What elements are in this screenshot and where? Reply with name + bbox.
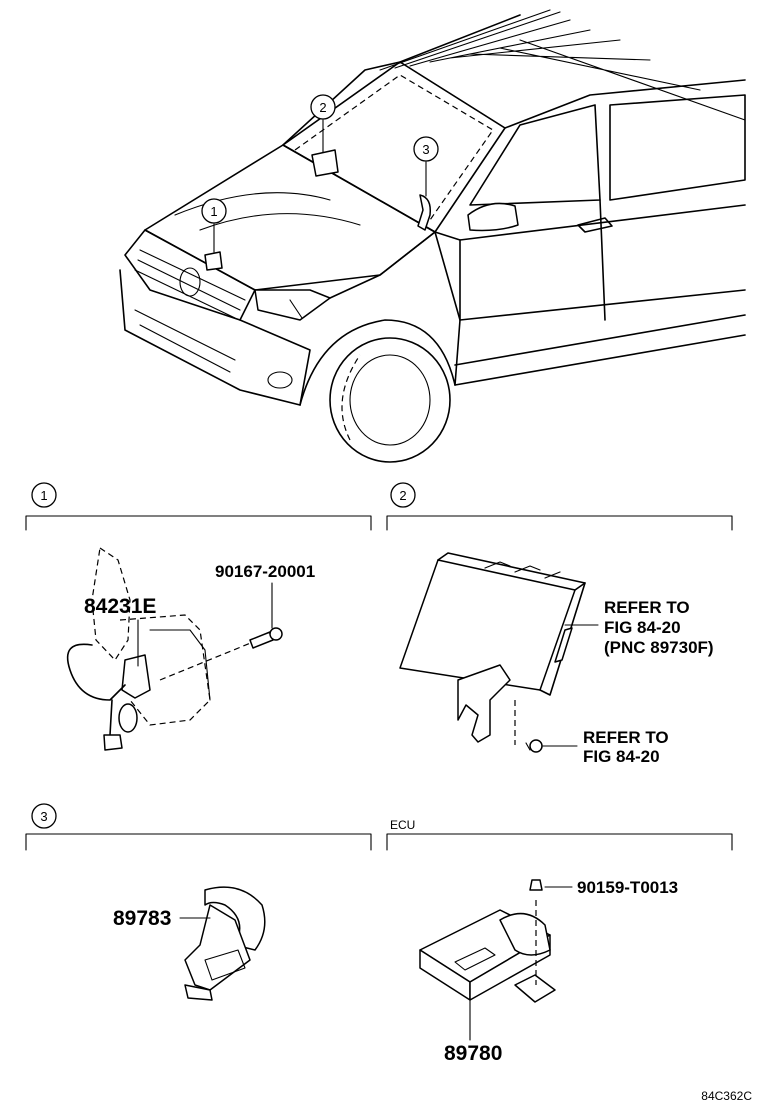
- callout-2-label: 2: [319, 100, 326, 115]
- callout-1: 1: [201, 198, 227, 224]
- truck-illustration: 1 2 3: [119, 9, 746, 463]
- sensor-bolt-part-number: 90167-20001: [215, 562, 315, 581]
- section-2-number: 2: [399, 488, 406, 503]
- horn-sensor-part-number: 84231E: [84, 595, 156, 618]
- section-2-header: 2: [386, 482, 733, 531]
- section-1-number: 1: [40, 488, 47, 503]
- callout-2: 2: [310, 94, 336, 120]
- section-3-number: 3: [40, 809, 47, 824]
- figure-code: 84C362C: [701, 1089, 752, 1103]
- ecu-part-number: 89780: [444, 1042, 502, 1065]
- refer-box-line-3: (PNC 89730F): [604, 638, 714, 657]
- refer-box-line-2: FIG 84-20: [604, 618, 681, 637]
- glass-sensor-assembly: [179, 886, 266, 1001]
- refer-nut-line-1: REFER TO: [583, 728, 669, 747]
- section-3-header: 3: [25, 803, 372, 851]
- ecu-assembly: [419, 879, 573, 1041]
- refer-nut-line-2: FIG 84-20: [583, 747, 660, 766]
- callout-3: 3: [413, 136, 439, 162]
- ecu-heading: ECU: [390, 818, 415, 832]
- ecu-bolt-part-number: 90159-T0013: [577, 878, 678, 897]
- glass-sensor-part-number: 89783: [113, 907, 171, 930]
- refer-box-line-1: REFER TO: [604, 598, 690, 617]
- hood-sensor-assembly: [66, 546, 283, 751]
- callout-1-label: 1: [210, 204, 217, 219]
- callout-3-label: 3: [422, 142, 429, 157]
- ecu-section-header: ECU: [386, 818, 733, 851]
- section-1-header: 1: [25, 482, 372, 531]
- control-box-assembly: [399, 552, 599, 753]
